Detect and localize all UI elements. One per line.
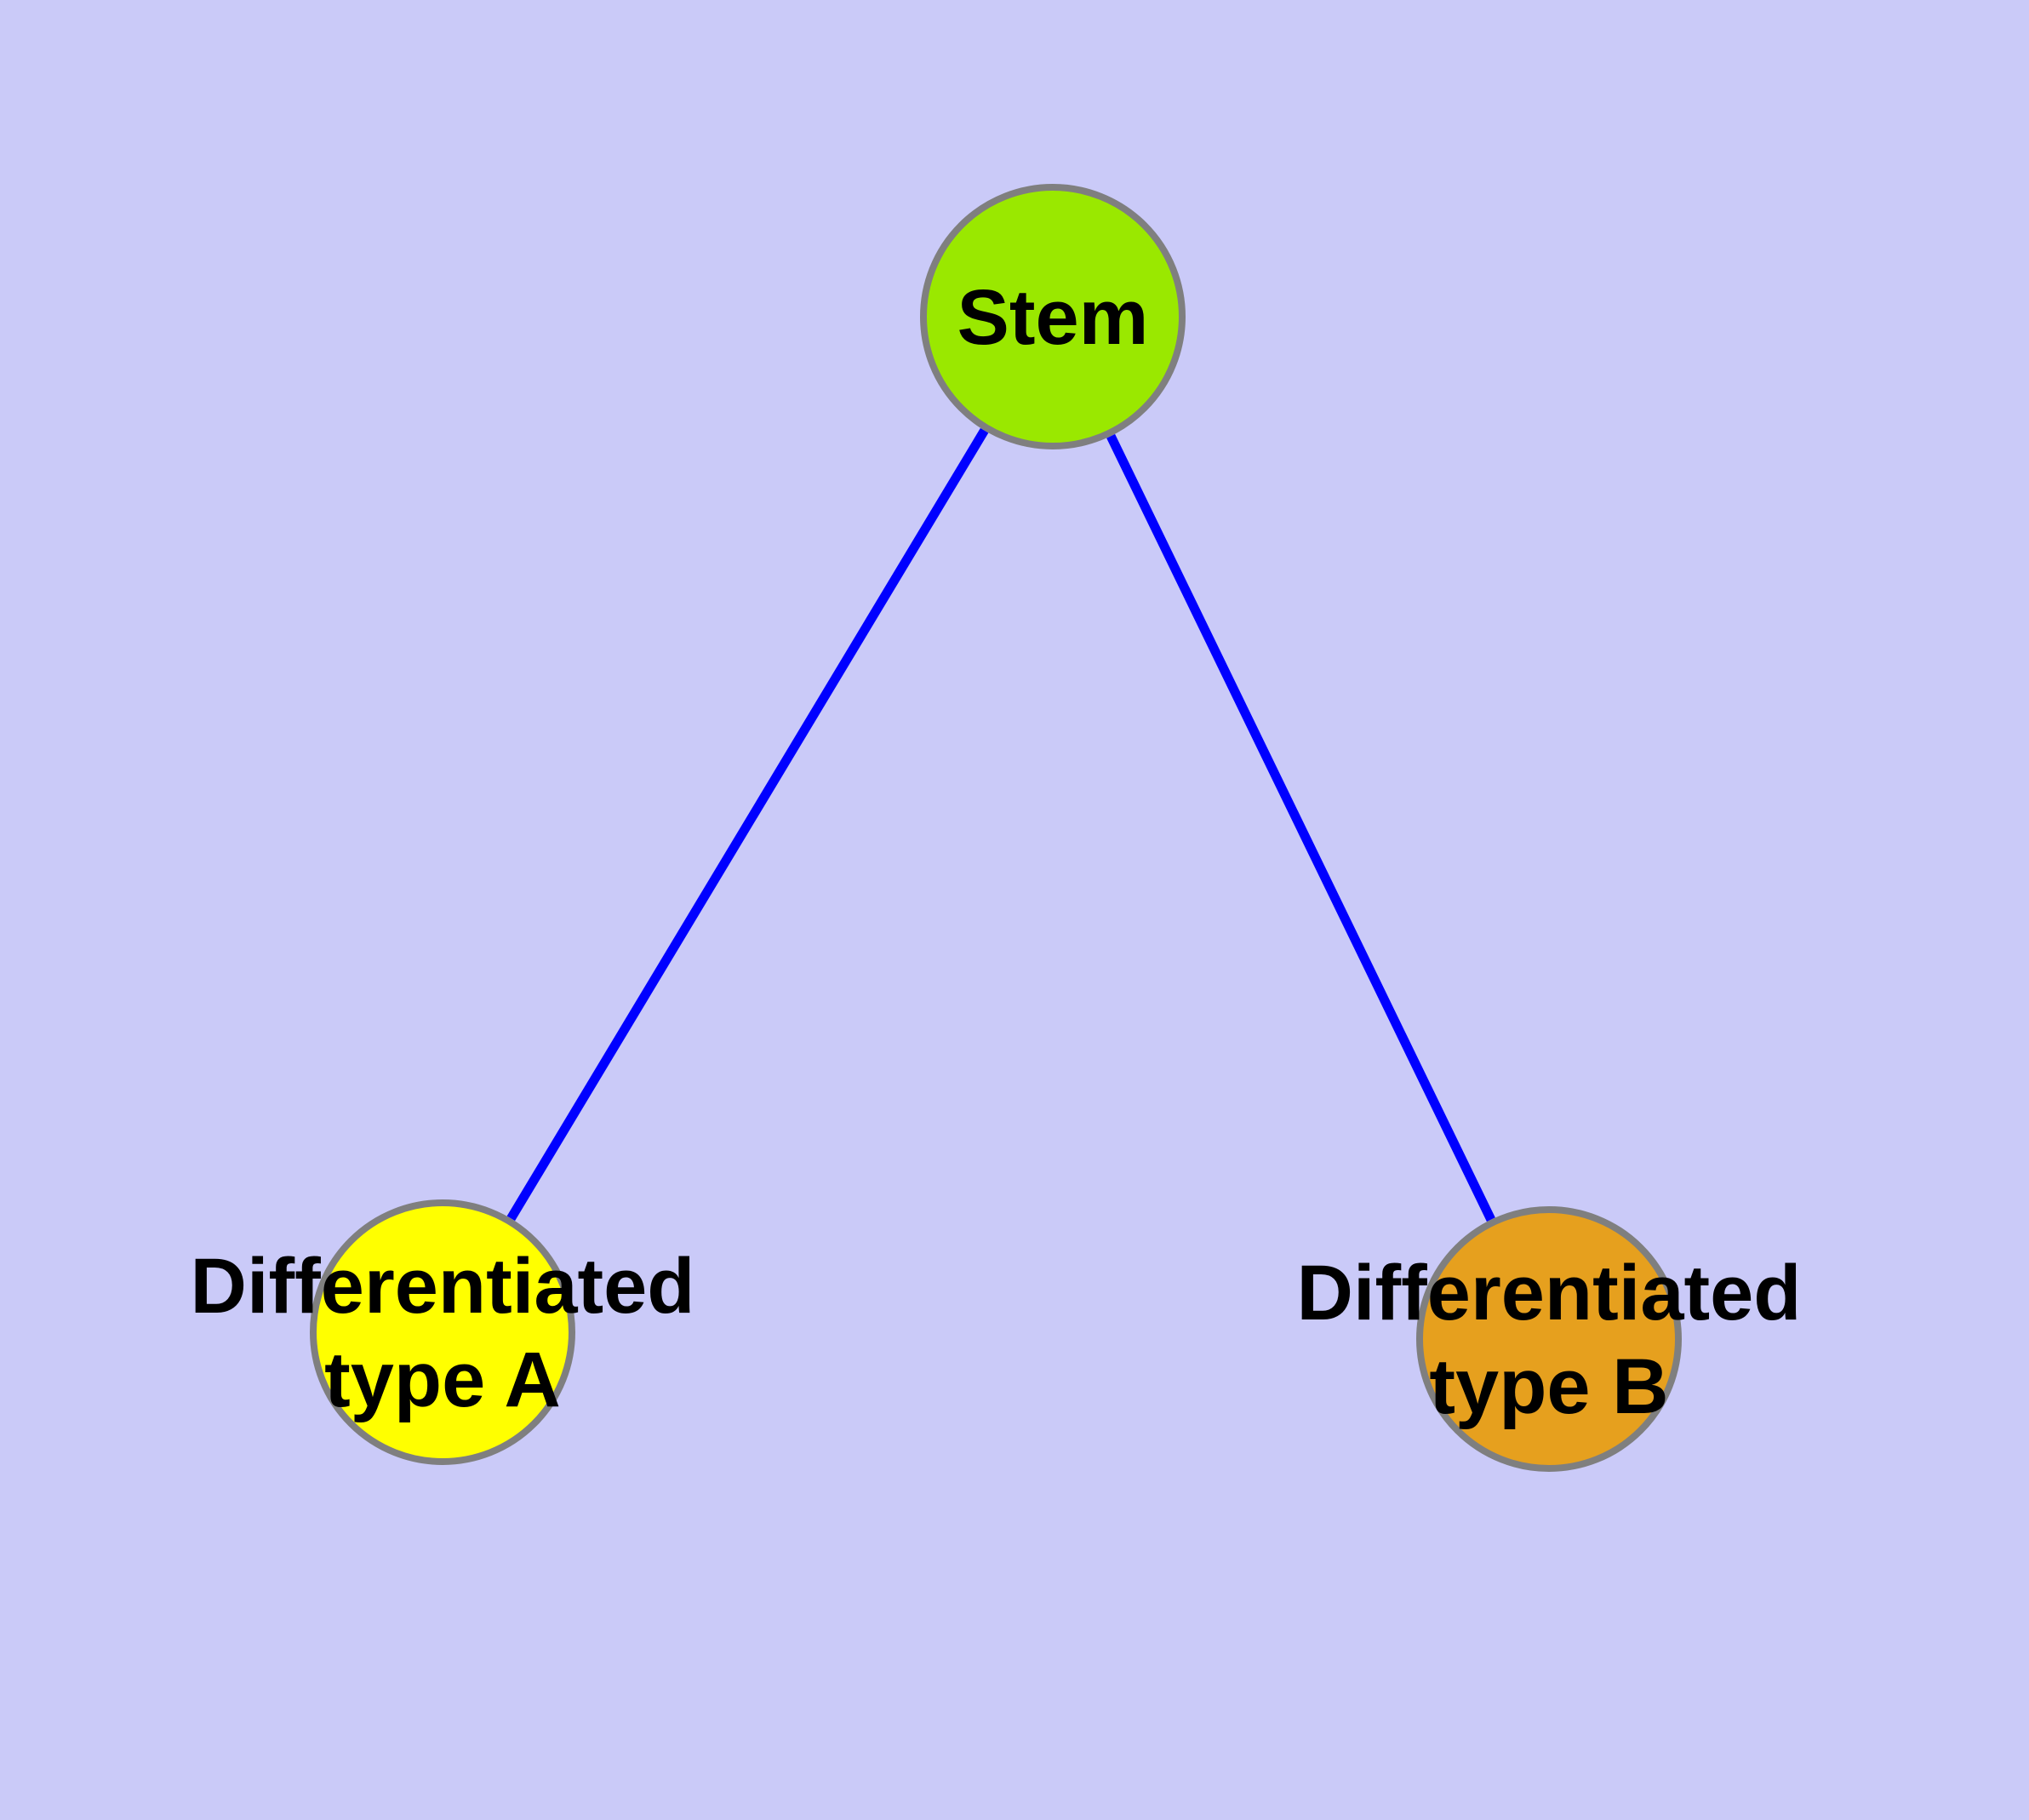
node-label-line: type A: [324, 1336, 561, 1423]
edge-stem-to-differentiated-type-b: [1106, 433, 1495, 1222]
node-label-line: Differentiated: [191, 1243, 695, 1330]
edge-stem-to-differentiated-type-a: [506, 427, 989, 1222]
node-label-line: type B: [1429, 1343, 1668, 1430]
edges-layer: [506, 427, 1495, 1222]
node-label-line: Stem: [957, 274, 1149, 361]
node-circle-differentiated-type-a: [310, 1199, 575, 1465]
node-label-line: Differentiated: [1297, 1250, 1802, 1336]
node-label-stem: Stem: [957, 274, 1149, 361]
node-circle-differentiated-type-b: [1416, 1206, 1682, 1472]
node-circle-stem: [920, 184, 1186, 449]
